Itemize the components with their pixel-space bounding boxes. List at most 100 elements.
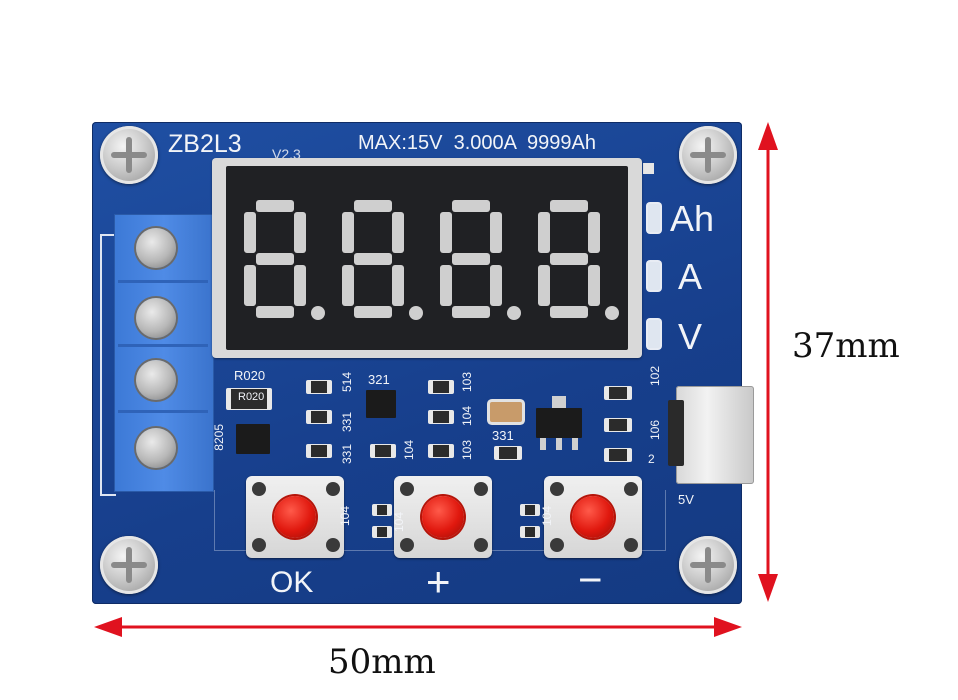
seven-segment-digit — [538, 200, 619, 320]
ok-label: OK — [270, 566, 314, 599]
led-ah — [648, 204, 660, 232]
digit-segment — [452, 200, 490, 212]
regulator-tab — [552, 396, 566, 408]
digit-segment — [342, 212, 354, 253]
digit-segment — [342, 265, 354, 306]
component-label: 2 — [648, 452, 655, 466]
button-pin — [252, 538, 266, 552]
digit-segment — [256, 253, 294, 265]
terminal-outline — [100, 234, 116, 496]
plus-button-cap[interactable] — [422, 496, 464, 538]
terminal-screw-icon — [136, 228, 176, 268]
screw-icon — [679, 536, 737, 594]
button-pin — [550, 482, 564, 496]
digit-segment — [452, 306, 490, 318]
digit-segment — [392, 212, 404, 253]
component-label: 331 — [492, 428, 514, 443]
height-dimension-label: 37mm — [792, 326, 900, 366]
ok-button-cap[interactable] — [274, 496, 316, 538]
decimal-point — [507, 306, 521, 320]
terminal-divider — [118, 344, 208, 347]
digit-segment — [538, 265, 550, 306]
button-pin — [474, 482, 488, 496]
component-label: R020 — [238, 391, 265, 403]
seven-segment-digit — [342, 200, 423, 320]
usb-voltage-label: 5V — [678, 492, 694, 507]
ic-chip — [366, 390, 396, 418]
usb-opening — [668, 400, 684, 466]
smd-capacitor — [490, 402, 522, 422]
width-dimension-label: 50mm — [328, 642, 436, 682]
terminal-screw-icon — [136, 360, 176, 400]
digit-segment — [538, 212, 550, 253]
smd-resistor — [494, 446, 522, 460]
screw-icon — [100, 126, 158, 184]
unit-v-label: V — [678, 316, 703, 357]
digit-segment — [452, 253, 490, 265]
smd-resistor — [306, 444, 332, 458]
micro-usb-port[interactable] — [676, 386, 754, 484]
led-a — [648, 262, 660, 290]
unit-ah-label: Ah — [670, 198, 715, 239]
plus-label: + — [426, 558, 451, 605]
digit-segment — [354, 306, 392, 318]
digit-segment — [354, 253, 392, 265]
seven-segment-digit — [440, 200, 521, 320]
button-pin — [550, 538, 564, 552]
shunt-resistor — [226, 388, 272, 410]
voltage-regulator — [536, 408, 582, 438]
seven-segment-digit — [244, 200, 325, 320]
digit-segment — [244, 212, 256, 253]
digit-segment — [354, 200, 392, 212]
button-pin — [474, 538, 488, 552]
led-v — [648, 320, 660, 348]
minus-label: − — [578, 556, 603, 603]
digit-segment — [256, 200, 294, 212]
digit-segment — [550, 253, 588, 265]
seven-segment-display — [226, 166, 628, 350]
digit-segment — [588, 265, 600, 306]
smd-resistor — [428, 410, 454, 424]
button-pin — [624, 482, 638, 496]
component-label: 321 — [368, 372, 390, 387]
digit-segment — [490, 265, 502, 306]
seven-segment-digits — [244, 200, 619, 320]
smd-resistor — [372, 504, 392, 516]
screw-icon — [679, 126, 737, 184]
screw-icon — [100, 536, 158, 594]
smd-resistor — [520, 504, 540, 516]
digit-segment — [256, 306, 294, 318]
terminal-divider — [118, 410, 208, 413]
regulator-pin — [556, 438, 562, 450]
digit-segment — [490, 212, 502, 253]
button-pin — [252, 482, 266, 496]
regulator-pin — [540, 438, 546, 450]
digit-segment — [294, 265, 306, 306]
button-pin — [624, 538, 638, 552]
smd-resistor — [372, 526, 392, 538]
component-label: R020 — [234, 368, 266, 383]
digit-segment — [440, 212, 452, 253]
digit-segment — [294, 212, 306, 253]
smd-resistor — [428, 380, 454, 394]
ratings-label: MAX:15V 3.000A 9999Ah — [358, 132, 596, 154]
decimal-point — [605, 306, 619, 320]
digit-segment — [392, 265, 404, 306]
terminal-screw-icon — [136, 298, 176, 338]
decimal-point — [311, 306, 325, 320]
unit-a-label: A — [678, 256, 703, 297]
button-pin — [326, 482, 340, 496]
regulator-pin — [572, 438, 578, 450]
smd-resistor — [306, 380, 332, 394]
smd-resistor — [604, 448, 632, 462]
digit-segment — [588, 212, 600, 253]
smd-resistor — [604, 418, 632, 432]
pad-square — [643, 163, 654, 174]
digit-segment — [550, 306, 588, 318]
smd-resistor — [306, 410, 332, 424]
minus-button-cap[interactable] — [572, 496, 614, 538]
digit-segment — [550, 200, 588, 212]
terminal-screw-icon — [136, 428, 176, 468]
button-pin — [400, 482, 414, 496]
smd-resistor — [428, 444, 454, 458]
